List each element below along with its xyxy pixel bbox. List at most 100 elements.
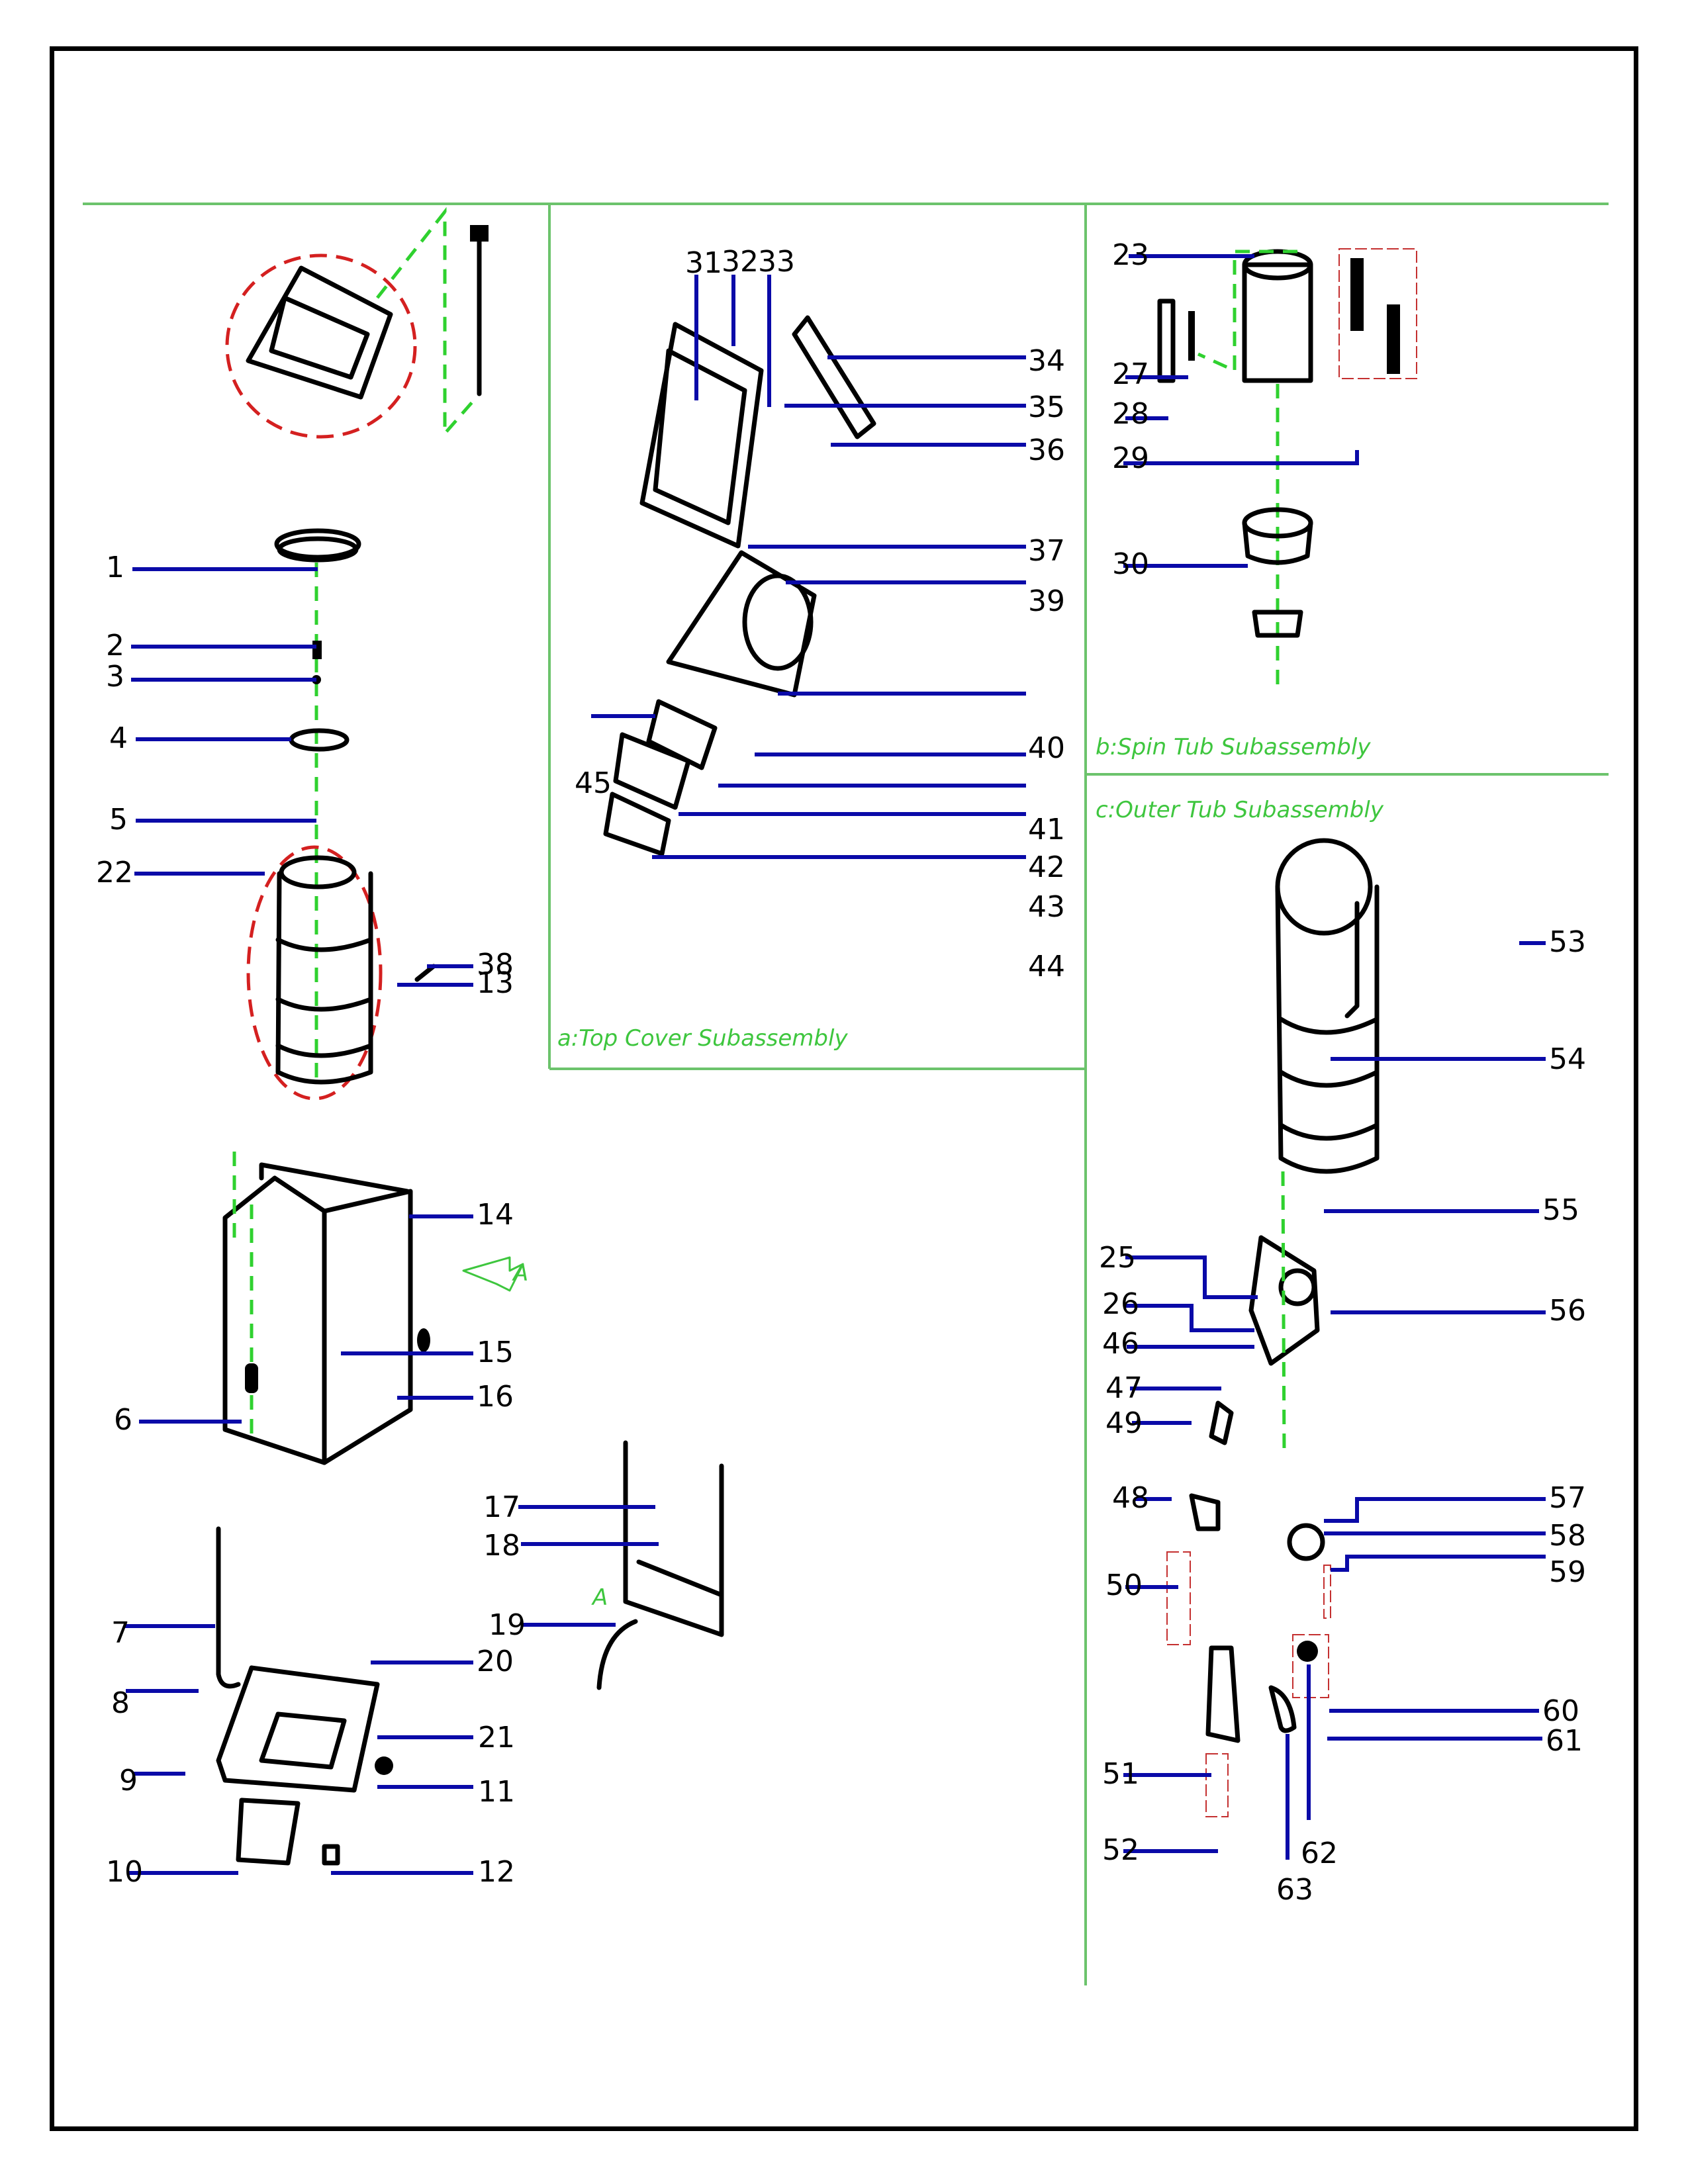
part-number-label: 58 (1549, 1519, 1586, 1553)
part-number-label: 3 (106, 660, 124, 694)
part-number-label: 7 (111, 1616, 130, 1650)
callout-44: 44 (652, 855, 1065, 983)
part-number-label: 43 (1028, 890, 1065, 924)
callout-3: 3 (106, 660, 316, 694)
callout-36: 36 (831, 433, 1065, 467)
callout-62: 62 (1301, 1664, 1338, 1870)
part-number-label: 36 (1028, 433, 1065, 467)
panel-title-spin-tub: b:Spin Tub Subassembly (1096, 734, 1371, 760)
part-number-label: 25 (1099, 1241, 1136, 1275)
part-number-label: 18 (483, 1529, 520, 1563)
callout-11: 11 (377, 1775, 515, 1809)
outer-tub-body (1275, 884, 1380, 1174)
base-assembly (216, 1526, 393, 1866)
part-number-label: 2 (106, 629, 124, 662)
callout-1: 1 (106, 551, 318, 584)
cabinet-side (322, 1189, 413, 1465)
part-number-label: 15 (477, 1336, 514, 1369)
part-number-label: 38 (477, 948, 514, 981)
part-number-label: 31 (685, 246, 722, 280)
callout-34: 34 (827, 344, 1065, 378)
part-number-label: 14 (477, 1198, 514, 1232)
gasket-part (1252, 610, 1303, 638)
part-number-label: 40 (1028, 731, 1065, 765)
grommet-part (417, 1328, 430, 1352)
part-number-label: 39 (1028, 584, 1065, 618)
callout-27: 27 (1112, 357, 1188, 391)
callout-19: 19 (489, 1608, 616, 1642)
connector-part (470, 225, 489, 242)
callout-12: 12 (331, 1855, 515, 1889)
panel-title-outer-tub: c:Outer Tub Subassembly (1096, 797, 1384, 823)
callout-21: 21 (377, 1721, 515, 1754)
inner-tub-rim (279, 855, 357, 889)
callout-53: 53 (1519, 925, 1586, 959)
bolt-group-box (1205, 1753, 1229, 1817)
panel-dividers (83, 203, 1609, 1985)
tractor-part (1209, 1400, 1234, 1445)
part-number-label: 6 (114, 1403, 132, 1437)
callout-59: 59 (1331, 1555, 1586, 1589)
drain-hose-part (596, 1619, 638, 1690)
part-number-label: 54 (1549, 1042, 1586, 1076)
part-number-label: 10 (106, 1855, 143, 1889)
part-number-label: 45 (575, 766, 612, 800)
part-number-label: 62 (1301, 1837, 1338, 1870)
part-number-label: 57 (1549, 1481, 1586, 1515)
part-number-label: 29 (1112, 441, 1149, 475)
display-window (269, 295, 370, 380)
part-number-label: 63 (1276, 1873, 1313, 1907)
part-number-label: 49 (1105, 1406, 1143, 1440)
callout-10: 10 (106, 1855, 238, 1889)
callout-17: 17 (483, 1490, 655, 1524)
callout-48: 48 (1112, 1481, 1172, 1515)
part-number-label: 20 (477, 1645, 514, 1678)
part-number-label: 27 (1112, 357, 1149, 391)
suspension-rod-part (245, 1363, 258, 1393)
part-number-label: 42 (1028, 850, 1065, 884)
callout-49: 49 (1105, 1406, 1192, 1440)
spin-tub-body (1242, 262, 1313, 383)
bottom-cover-part (236, 1797, 301, 1866)
clutch-part (1278, 1268, 1317, 1306)
callout-20: 20 (371, 1645, 514, 1678)
drain-valve-part (1189, 1493, 1221, 1531)
callout-33: 33 (758, 245, 795, 407)
part-number-label: 34 (1028, 344, 1065, 378)
callout-46: 46 (1102, 1327, 1254, 1361)
callout-6: 6 (114, 1403, 242, 1437)
spin-tub-parts (1157, 248, 1417, 688)
lint-filter-part (1188, 311, 1195, 361)
leader-line (1331, 1555, 1546, 1572)
callout-40: 40 (778, 692, 1065, 765)
part-number-label: 22 (96, 856, 133, 889)
part-number-label: 9 (119, 1764, 138, 1797)
callout-9: 9 (119, 1764, 185, 1797)
leader-line (1123, 1304, 1254, 1332)
callout-56: 56 (1331, 1294, 1586, 1328)
callout-37: 37 (748, 534, 1065, 568)
foot-part (375, 1756, 393, 1775)
part-number-label: 44 (1028, 950, 1065, 983)
top-cover-parts (603, 315, 876, 856)
hose-clip-part (414, 964, 436, 982)
callout-4: 4 (109, 721, 291, 755)
callout-16: 16 (397, 1380, 514, 1414)
callout-8: 8 (111, 1686, 199, 1720)
pulsator-part (289, 728, 350, 752)
callout-18: 18 (483, 1529, 659, 1563)
part-number-label: 35 (1028, 390, 1065, 424)
detail-circle (225, 253, 417, 439)
callout-25: 25 (1099, 1241, 1258, 1299)
control-board-part (613, 732, 691, 810)
part-number-label: 59 (1549, 1555, 1586, 1589)
callout-13: 13 (397, 966, 514, 1000)
callout-30: 30 (1112, 547, 1248, 581)
part-number-label: 46 (1102, 1327, 1139, 1361)
display-board-part (646, 699, 718, 770)
page-border (50, 46, 1638, 2131)
callout-58: 58 (1324, 1519, 1586, 1553)
part-number-label: 55 (1542, 1193, 1579, 1227)
motor-part (1287, 1523, 1325, 1561)
